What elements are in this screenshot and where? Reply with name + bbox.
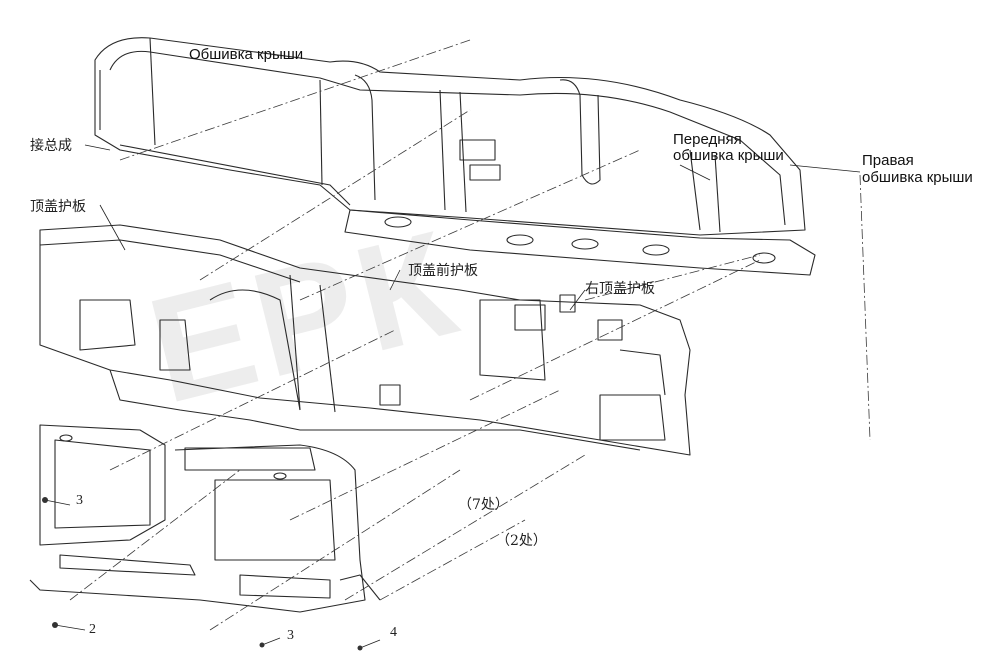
label-qty-7: （7处）	[458, 497, 509, 513]
callout-3b: 3	[287, 628, 294, 643]
callout-4: 4	[390, 625, 397, 640]
label-qty-2: （2处）	[496, 533, 547, 549]
middle-roof-panel	[39, 224, 691, 456]
label-roof-front-panel-cn: 顶盖前护板	[408, 263, 478, 279]
callout-2: 2	[89, 622, 96, 637]
label-right-roof-trim: Правая обшивка крыши	[862, 152, 973, 186]
label-right-roof-panel-cn: 右顶盖护板	[585, 281, 655, 297]
label-roof-panel-cn: 顶盖护板	[30, 199, 86, 215]
upper-roof-trim-assembly	[94, 37, 816, 276]
callout-3a: 3	[76, 493, 83, 508]
label-assembly-cn: 接总成	[30, 138, 72, 154]
label-roof-trim: Обшивка крыши	[189, 46, 304, 63]
lower-trim-fragment	[29, 424, 381, 613]
label-front-roof-trim: Передняя обшивка крыши	[673, 131, 784, 164]
